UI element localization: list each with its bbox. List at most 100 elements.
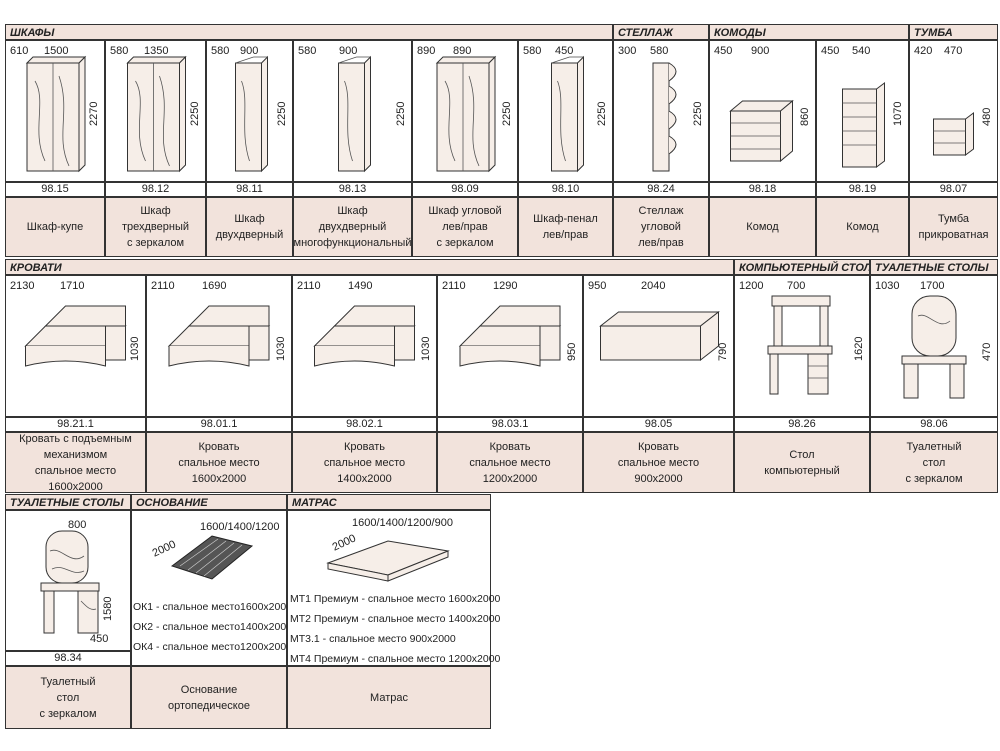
list-item: МТ2 Премиум - спальное место 1400x2000 — [290, 613, 501, 625]
dim-depth: 300 — [618, 45, 637, 57]
desc-line: Шкаф-пенал — [533, 213, 598, 225]
dim-height: 2250 — [692, 101, 704, 126]
desc-line: 1200x2000 — [482, 472, 538, 485]
dim-height: 950 — [566, 342, 578, 361]
matras-cell: 1600/1400/1200/900 2000 МТ1 Премиум - сп… — [287, 510, 500, 666]
product-code: 98.03.1 — [437, 417, 583, 432]
osnovanie-desc: Основание ортопедическое — [131, 666, 287, 729]
product-code: 98.21.1 — [5, 417, 146, 432]
desc-line: спальное место — [469, 456, 551, 469]
desc-line: механизмом — [43, 448, 108, 461]
desc-line: Кровать — [637, 440, 679, 453]
wardrobe-drawing — [126, 55, 187, 173]
product-code: 98.34 — [5, 651, 131, 666]
product-desc-98-21-1: Кровать с подъемным механизмом спальное ме… — [5, 432, 146, 493]
dim-depth: 450 — [90, 633, 109, 645]
product-desc-98-34: Туалетный стол с зеркалом — [5, 666, 131, 729]
dim-width: 580 — [650, 45, 669, 57]
dim-height: 2250 — [395, 101, 407, 126]
bed-drawing — [458, 305, 562, 367]
desc-line: Шкаф — [234, 213, 265, 225]
desc-line: Кровать — [198, 440, 240, 453]
bed-base-drawing — [170, 535, 254, 580]
matras-desc: Матрас — [287, 666, 491, 729]
dim-width: 890 — [453, 45, 472, 57]
section-header-osnovanie: ОСНОВАНИЕ — [131, 494, 287, 510]
dim-depth: 2110 — [297, 280, 321, 292]
desc-line: Шкаф угловой — [428, 205, 502, 217]
dim-height: 2250 — [596, 101, 608, 126]
desc-line: лев/прав — [638, 237, 684, 249]
desc-line: с зеркалом — [126, 237, 185, 249]
dim-depth: 450 — [821, 45, 840, 57]
dim-height: 2250 — [276, 101, 288, 126]
desc-line: двухдверный — [215, 229, 284, 241]
product-desc-98-15: Шкаф-купе — [5, 197, 105, 257]
desc-line: Шкаф-купе — [26, 221, 84, 233]
product-image-98-24: 300 580 2250 — [613, 40, 709, 182]
desc-line: Основание — [180, 683, 238, 696]
product-code: 98.02.1 — [292, 417, 437, 432]
dim-width: 540 — [852, 45, 871, 57]
dim-width: 800 — [68, 519, 87, 531]
dim-width: 1490 — [348, 280, 373, 292]
dim-height: 1070 — [892, 101, 904, 126]
tall-dresser-drawing — [842, 82, 885, 168]
desc-line: Стеллаж — [638, 205, 684, 217]
dim-width: 700 — [787, 280, 806, 292]
dim-height: 470 — [981, 342, 993, 361]
product-image-98-19: 450 540 1070 — [816, 40, 909, 182]
sofa-drawing — [599, 310, 720, 362]
desc-line: стол — [922, 456, 946, 469]
bed-drawing — [313, 305, 416, 367]
desc-line: спальное место — [34, 464, 117, 477]
desc-line: с зеркалом — [39, 707, 97, 720]
dim-width: 1700 — [920, 280, 945, 292]
section-header-matras: МАТРАС — [287, 494, 491, 510]
section-header-tualet-stoly-2: ТУАЛЕТНЫЕ СТОЛЫ — [5, 494, 131, 510]
desc-line: спальное место — [617, 456, 700, 469]
narrow-drawing — [235, 55, 268, 173]
dim-height: 2250 — [189, 101, 201, 126]
matras-list: МТ1 Премиум - спальное место 1600x2000 М… — [290, 589, 500, 669]
narrow-drawing — [338, 55, 371, 173]
dim-height: 790 — [717, 342, 729, 361]
dim-depth: 610 — [10, 45, 29, 57]
product-code: 98.06 — [870, 417, 998, 432]
shelf-drawing — [652, 62, 677, 172]
section-header-stellazh: СТЕЛЛАЖ — [613, 24, 709, 40]
dim-depth: 2110 — [442, 280, 466, 292]
product-code: 98.18 — [709, 182, 816, 197]
desc-line: ортопедическое — [168, 699, 250, 712]
product-desc-98-11: Шкаф двухдверный — [206, 197, 293, 257]
product-code: 98.05 — [583, 417, 734, 432]
dim-width: 900 — [339, 45, 358, 57]
dim-width: 900 — [751, 45, 770, 57]
dim-depth: 950 — [588, 280, 607, 292]
desc-line: Стол — [789, 448, 815, 461]
product-code: 98.26 — [734, 417, 870, 432]
desc-line: Кровать с подъемным — [19, 432, 132, 445]
dim-depth: 1200 — [739, 280, 764, 292]
list-item: ОК4 - спальное место1200x2000 — [133, 641, 293, 653]
dim-height: 860 — [799, 107, 811, 126]
dim-width: 1350 — [144, 45, 169, 57]
dim-depth: 420 — [914, 45, 933, 57]
product-code: 98.07 — [909, 182, 998, 197]
desc-line: 1400x2000 — [337, 472, 392, 485]
dim-width: 1500 — [44, 45, 69, 57]
